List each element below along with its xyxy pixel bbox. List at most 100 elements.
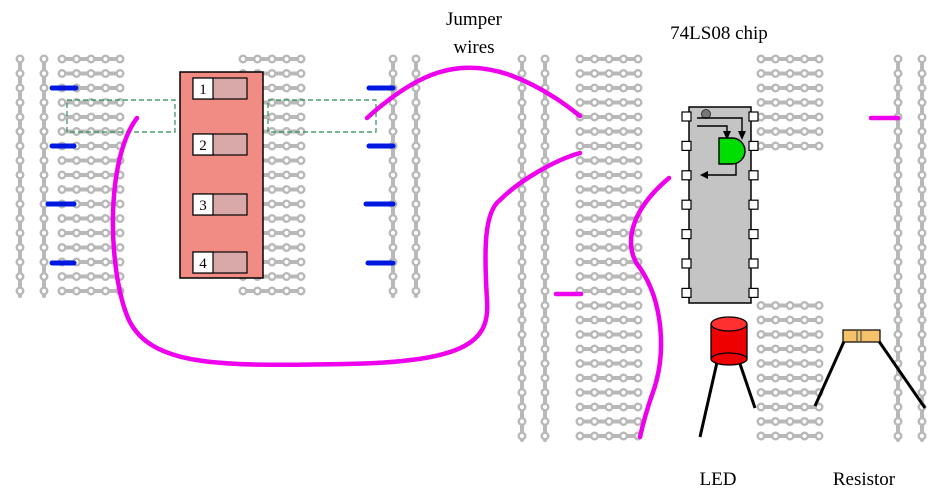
breadboard-hole — [771, 97, 781, 107]
breadboard-hole — [893, 373, 903, 383]
breadboard-hole — [800, 141, 810, 151]
breadboard-hole — [71, 184, 81, 194]
breadboard-hole — [893, 286, 903, 296]
breadboard-hole — [893, 68, 903, 78]
breadboard-hole — [917, 141, 927, 151]
breadboard-hole — [619, 126, 629, 136]
breadboard-hole — [517, 228, 527, 238]
breadboard-hole — [800, 330, 810, 340]
breadboard-hole — [411, 112, 421, 122]
jumper-wire[interactable] — [628, 175, 672, 440]
breadboard-hole — [785, 359, 795, 369]
breadboard-hole — [917, 242, 927, 252]
breadboard-hole — [814, 141, 824, 151]
breadboard-hole — [238, 54, 248, 64]
breadboard-hole — [800, 301, 810, 311]
breadboard-hole — [814, 330, 824, 340]
breadboard-hole — [282, 83, 292, 93]
dip-switch-toggle[interactable]: 4 — [192, 251, 248, 274]
jumper-wires-label-line2: wires — [453, 37, 494, 58]
breadboard-hole — [540, 373, 550, 383]
breadboard-hole — [296, 170, 306, 180]
breadboard-hole — [282, 155, 292, 165]
resistor-icon[interactable] — [813, 329, 927, 409]
breadboard-hole — [15, 97, 25, 107]
dip-switch-toggle[interactable]: 1 — [192, 77, 248, 100]
breadboard-hole — [115, 213, 125, 223]
breadboard-hole — [633, 170, 643, 180]
breadboard-hole — [893, 141, 903, 151]
breadboard-hole — [517, 359, 527, 369]
breadboard-hole — [917, 97, 927, 107]
breadboard-hole — [633, 286, 643, 296]
breadboard-hole — [100, 272, 110, 282]
dip-switch-body — [179, 71, 264, 279]
breadboard-hole — [893, 199, 903, 209]
breadboard-hole — [15, 199, 25, 209]
short-wires[interactable] — [45, 85, 396, 266]
breadboard-hole — [619, 431, 629, 441]
breadboard-hole — [517, 373, 527, 383]
breadboard-hole — [267, 141, 277, 151]
breadboard-hole — [282, 68, 292, 78]
breadboard-hole — [282, 213, 292, 223]
breadboard-hole — [296, 257, 306, 267]
breadboard-hole — [388, 272, 398, 282]
breadboard-hole — [57, 97, 67, 107]
breadboard-hole — [540, 257, 550, 267]
breadboard-hole — [771, 126, 781, 136]
breadboard-hole — [517, 301, 527, 311]
led-icon[interactable] — [698, 316, 757, 438]
dip-switch[interactable]: 1 2 3 4 — [179, 71, 264, 279]
breadboard-hole — [282, 97, 292, 107]
breadboard-hole — [388, 126, 398, 136]
breadboard-hole — [756, 388, 766, 398]
breadboard-hole — [57, 112, 67, 122]
breadboard-hole — [86, 272, 96, 282]
jumper-wires[interactable] — [110, 65, 901, 440]
breadboard-hole — [619, 83, 629, 93]
breadboard-hole — [619, 228, 629, 238]
breadboard-hole — [252, 54, 262, 64]
breadboard-hole — [39, 228, 49, 238]
breadboard-hole — [756, 315, 766, 325]
breadboard-hole — [282, 141, 292, 151]
breadboard-hole — [590, 286, 600, 296]
breadboard-hole — [893, 155, 903, 165]
dip-switch-toggle[interactable]: 2 — [192, 133, 248, 156]
breadboard-hole — [619, 184, 629, 194]
breadboard-hole — [57, 170, 67, 180]
breadboard-hole — [575, 97, 585, 107]
breadboard-hole — [917, 330, 927, 340]
breadboard-hole — [619, 286, 629, 296]
breadboard-hole — [785, 344, 795, 354]
breadboard-hole — [540, 388, 550, 398]
breadboard-hole — [15, 272, 25, 282]
breadboard-hole — [590, 315, 600, 325]
breadboard-hole — [57, 68, 67, 78]
breadboard-hole — [893, 301, 903, 311]
breadboard-hole — [590, 242, 600, 252]
breadboard-hole — [785, 330, 795, 340]
breadboard-hole — [100, 141, 110, 151]
breadboard-hole — [296, 54, 306, 64]
breadboard-hole — [893, 402, 903, 412]
breadboard-hole — [517, 330, 527, 340]
breadboard-hole — [604, 68, 614, 78]
chip-74ls08[interactable] — [681, 106, 759, 304]
breadboard-hole — [296, 272, 306, 282]
breadboard-hole — [604, 112, 614, 122]
breadboard-hole — [71, 97, 81, 107]
breadboard-hole — [604, 83, 614, 93]
dip-switch-toggle[interactable]: 3 — [192, 193, 248, 216]
jumper-wire[interactable] — [364, 65, 583, 121]
breadboard-hole — [604, 228, 614, 238]
breadboard-hole — [71, 228, 81, 238]
breadboard-hole — [785, 112, 795, 122]
breadboard-hole — [388, 213, 398, 223]
breadboard-hole — [540, 431, 550, 441]
breadboard-hole — [590, 170, 600, 180]
breadboard-hole — [771, 83, 781, 93]
breadboard-hole — [86, 213, 96, 223]
jumper-wire[interactable] — [110, 115, 583, 368]
